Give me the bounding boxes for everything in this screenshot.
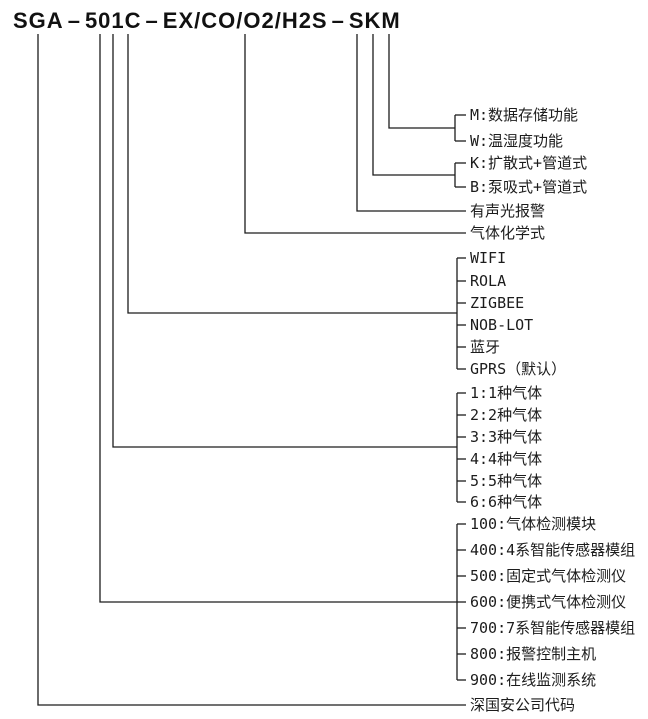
- label-comm-nob-lot: NOB-LOT: [470, 316, 534, 334]
- label-gas-count-2: 2:2种气体: [470, 406, 543, 424]
- title-gas-formula-code: EX/CO/O2/H2S: [162, 8, 328, 33]
- line-sampling-group: [372, 34, 466, 188]
- label-storage-w: W:温湿度功能: [470, 132, 564, 150]
- title-dash: –: [331, 8, 345, 33]
- title-options-code: SKM: [348, 8, 401, 33]
- label-gas-count-4: 4:4种气体: [470, 450, 543, 468]
- label-gas-formula: 气体化学式: [470, 224, 546, 242]
- title-dash: –: [145, 8, 159, 33]
- line-storage-group: [388, 34, 466, 142]
- label-series-800: 800:报警控制主机: [470, 645, 597, 663]
- line-gas-formula: [244, 34, 466, 234]
- title-company-prefix: SGA: [13, 8, 64, 33]
- label-gas-count-3: 3:3种气体: [470, 428, 543, 446]
- line-series-group: [99, 34, 466, 681]
- label-company-code: 深国安公司代码: [470, 696, 576, 714]
- line-alarm: [356, 34, 466, 212]
- label-comm-wifi: WIFI: [470, 249, 507, 267]
- label-gas-count-5: 5:5种气体: [470, 472, 543, 490]
- label-series-900: 900:在线监测系统: [470, 671, 597, 689]
- label-sampling-k: K:扩散式+管道式: [470, 154, 588, 172]
- model-code-title: SGA–501C–EX/CO/O2/H2S–SKM: [13, 8, 401, 34]
- label-gas-count-6: 6:6种气体: [470, 493, 543, 511]
- label-alarm: 有声光报警: [470, 202, 546, 220]
- label-sampling-b: B:泵吸式+管道式: [470, 178, 588, 196]
- label-comm-rola: ROLA: [470, 272, 507, 290]
- title-series-code: 501C: [84, 8, 142, 33]
- label-series-600: 600:便携式气体检测仪: [470, 593, 627, 611]
- label-gas-count-1: 1:1种气体: [470, 384, 543, 402]
- label-comm-zigbee: ZIGBEE: [470, 294, 525, 312]
- label-series-400: 400:4系智能传感器模组: [470, 541, 636, 559]
- line-gas-count-group: [112, 34, 466, 503]
- line-company-code: [37, 34, 466, 706]
- label-comm-bluetooth: 蓝牙: [470, 338, 501, 356]
- label-series-700: 700:7系智能传感器模组: [470, 619, 636, 637]
- label-comm-gprs: GPRS（默认）: [470, 360, 567, 378]
- line-communication-group: [127, 34, 466, 370]
- label-series-500: 500:固定式气体检测仪: [470, 567, 627, 585]
- title-dash: –: [67, 8, 81, 33]
- label-storage-m: M:数据存储功能: [470, 106, 579, 124]
- label-series-100: 100:气体检测模块: [470, 515, 597, 533]
